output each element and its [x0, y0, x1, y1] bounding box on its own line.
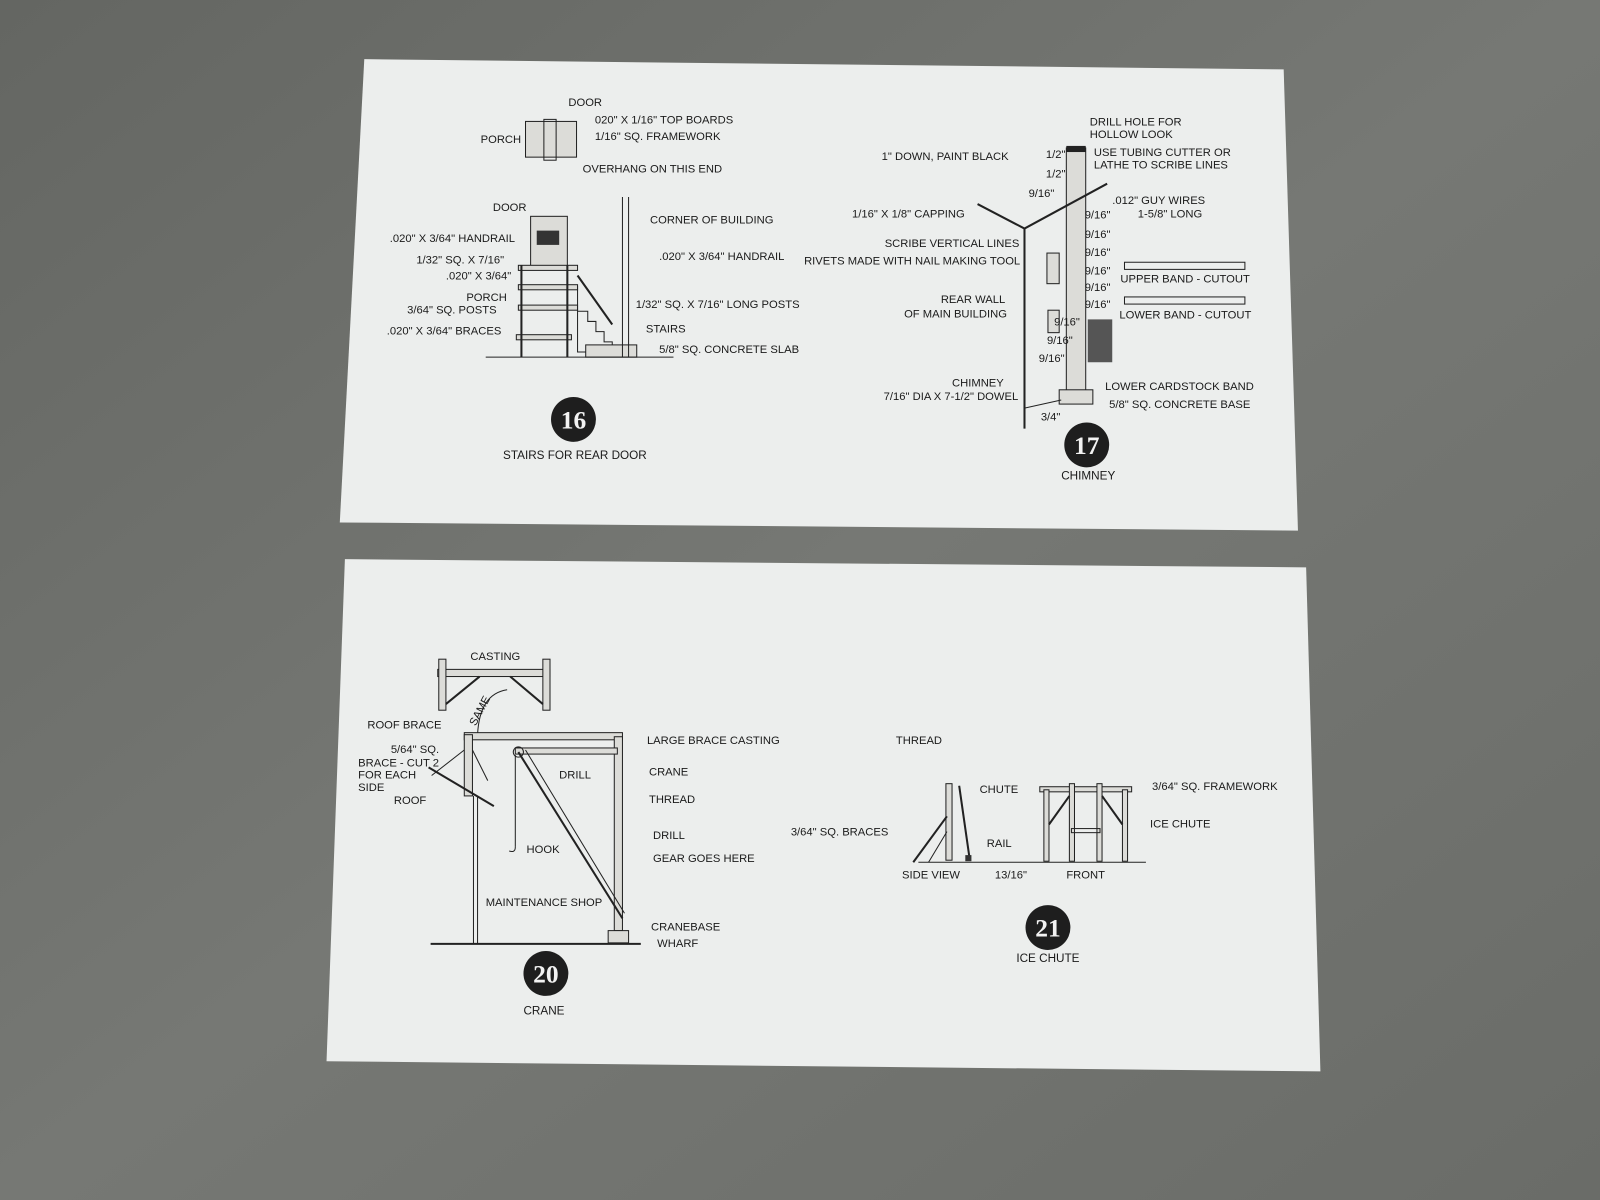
- card-bottom: CASTING SAME ROOF BRACE 5/64" SQ. BRACE …: [326, 559, 1321, 1072]
- label: UPPER BAND - CUTOUT: [1120, 274, 1250, 286]
- stairs-diagram: [485, 118, 674, 358]
- label: GEAR GOES HERE: [653, 853, 755, 865]
- label: 9/16": [1085, 209, 1111, 221]
- label: LATHE TO SCRIBE LINES: [1094, 159, 1228, 171]
- badge-16: 16: [551, 396, 596, 442]
- label: DRILL HOLE FOR: [1090, 117, 1182, 129]
- label: 3/64" SQ. POSTS: [407, 304, 496, 316]
- label: 5/8" SQ. CONCRETE BASE: [1109, 399, 1250, 411]
- label: ROOF: [394, 795, 427, 807]
- label: DOOR: [493, 202, 527, 214]
- badge-21: 21: [1025, 905, 1071, 950]
- label: CORNER OF BUILDING: [650, 214, 773, 226]
- label: 9/16": [1085, 247, 1111, 259]
- label: CHIMNEY: [952, 378, 1004, 390]
- label: FOR EACH: [358, 770, 416, 782]
- label: RIVETS MADE WITH NAIL MAKING TOOL: [804, 255, 1020, 267]
- figure-number: 20: [533, 960, 558, 989]
- label: HOOK: [527, 844, 561, 856]
- label: LOWER CARDSTOCK BAND: [1105, 381, 1254, 393]
- label: 5/64" SQ.: [391, 744, 439, 756]
- card-top: DOOR 020" X 1/16" TOP BOARDS 1/16" SQ. F…: [339, 59, 1298, 531]
- label: 9/16": [1039, 353, 1065, 365]
- label: 9/16": [1085, 229, 1111, 241]
- label: SIDE: [358, 782, 384, 794]
- label: CASTING: [470, 651, 520, 663]
- figure-caption: ICE CHUTE: [1016, 952, 1079, 965]
- label: MAINTENANCE SHOP: [486, 897, 603, 909]
- diagram-17-labels: DRILL HOLE FOR HOLLOW LOOK 1" DOWN, PAIN…: [804, 117, 1254, 424]
- label: 1/16" X 1/8" CAPPING: [852, 208, 965, 220]
- chimney-diagram: [977, 145, 1246, 429]
- label: 3/64" SQ. BRACES: [791, 827, 889, 839]
- label: 1/32" SQ. X 7/16": [416, 254, 504, 266]
- label: USE TUBING CUTTER OR: [1094, 147, 1231, 159]
- figure-caption: STAIRS FOR REAR DOOR: [503, 449, 647, 462]
- label: RAIL: [987, 838, 1012, 850]
- label: 1/2": [1046, 169, 1066, 181]
- label: HOLLOW LOOK: [1090, 129, 1173, 141]
- label: STAIRS: [646, 324, 686, 336]
- label: 9/16": [1029, 188, 1055, 200]
- label: .020" X 3/64" BRACES: [387, 326, 502, 338]
- label: CRANEBASE: [651, 922, 720, 934]
- badge-17: 17: [1064, 422, 1110, 468]
- label: 1/2": [1046, 149, 1066, 161]
- label: ROOF BRACE: [367, 720, 441, 732]
- label: 1/32" SQ. X 7/16" LONG POSTS: [636, 299, 800, 311]
- label: 9/16": [1085, 299, 1111, 311]
- label: 3/4": [1041, 411, 1061, 423]
- label: .020" X 3/64" HANDRAIL: [390, 233, 515, 245]
- label: ICE CHUTE: [1150, 819, 1210, 831]
- label: THREAD: [896, 735, 942, 747]
- label: .020" X 3/64" HANDRAIL: [659, 251, 784, 263]
- figure-number: 21: [1035, 914, 1061, 943]
- label: LARGE BRACE CASTING: [647, 735, 780, 747]
- figure-caption: CHIMNEY: [1061, 470, 1115, 483]
- label: 1-5/8" LONG: [1138, 208, 1202, 220]
- diagram-16-labels: DOOR 020" X 1/16" TOP BOARDS 1/16" SQ. F…: [387, 97, 800, 356]
- label: 020" X 1/16" TOP BOARDS: [595, 114, 733, 126]
- label: OF MAIN BUILDING: [904, 308, 1007, 320]
- label: DOOR: [568, 97, 602, 109]
- label: 9/16": [1054, 317, 1080, 329]
- diagram-21-labels: THREAD CHUTE 3/64" SQ. FRAMEWORK ICE CHU…: [791, 735, 1278, 882]
- label: PORCH: [466, 292, 507, 304]
- label: .020" X 3/64": [446, 271, 511, 283]
- label: CHUTE: [980, 784, 1019, 796]
- figure-number: 16: [561, 406, 586, 435]
- label: 9/16": [1047, 335, 1073, 347]
- label: 3/64" SQ. FRAMEWORK: [1152, 781, 1278, 793]
- label: 7/16" DIA X 7-1/2" DOWEL: [884, 391, 1019, 403]
- label: 9/16": [1085, 265, 1111, 277]
- ice-chute-diagram: [912, 783, 1146, 863]
- label: BRACE - CUT 2: [358, 757, 439, 769]
- label: 13/16": [995, 870, 1027, 882]
- diagram-20-labels: CASTING SAME ROOF BRACE 5/64" SQ. BRACE …: [358, 651, 780, 950]
- label: THREAD: [649, 794, 695, 806]
- label: 5/8" SQ. CONCRETE SLAB: [659, 344, 799, 356]
- label: LOWER BAND - CUTOUT: [1119, 309, 1251, 321]
- label: CRANE: [649, 767, 688, 779]
- figure-number: 17: [1074, 431, 1100, 460]
- label: OVERHANG ON THIS END: [583, 163, 722, 175]
- card-bottom-paper: [326, 559, 1321, 1072]
- label: DRILL: [559, 770, 591, 782]
- label: REAR WALL: [941, 294, 1005, 306]
- label: WHARF: [657, 938, 698, 950]
- label: DRILL: [653, 830, 685, 842]
- label: PORCH: [481, 134, 522, 146]
- badge-20: 20: [523, 951, 569, 996]
- crane-diagram: [428, 658, 641, 945]
- label: 1/16" SQ. FRAMEWORK: [595, 131, 721, 143]
- label: SIDE VIEW: [902, 870, 960, 882]
- label: 1" DOWN, PAINT BLACK: [882, 151, 1010, 163]
- label: SCRIBE VERTICAL LINES: [885, 238, 1020, 250]
- label: FRONT: [1066, 870, 1105, 882]
- label: .012" GUY WIRES: [1112, 195, 1205, 207]
- label: 9/16": [1085, 282, 1111, 294]
- figure-caption: CRANE: [523, 1004, 564, 1017]
